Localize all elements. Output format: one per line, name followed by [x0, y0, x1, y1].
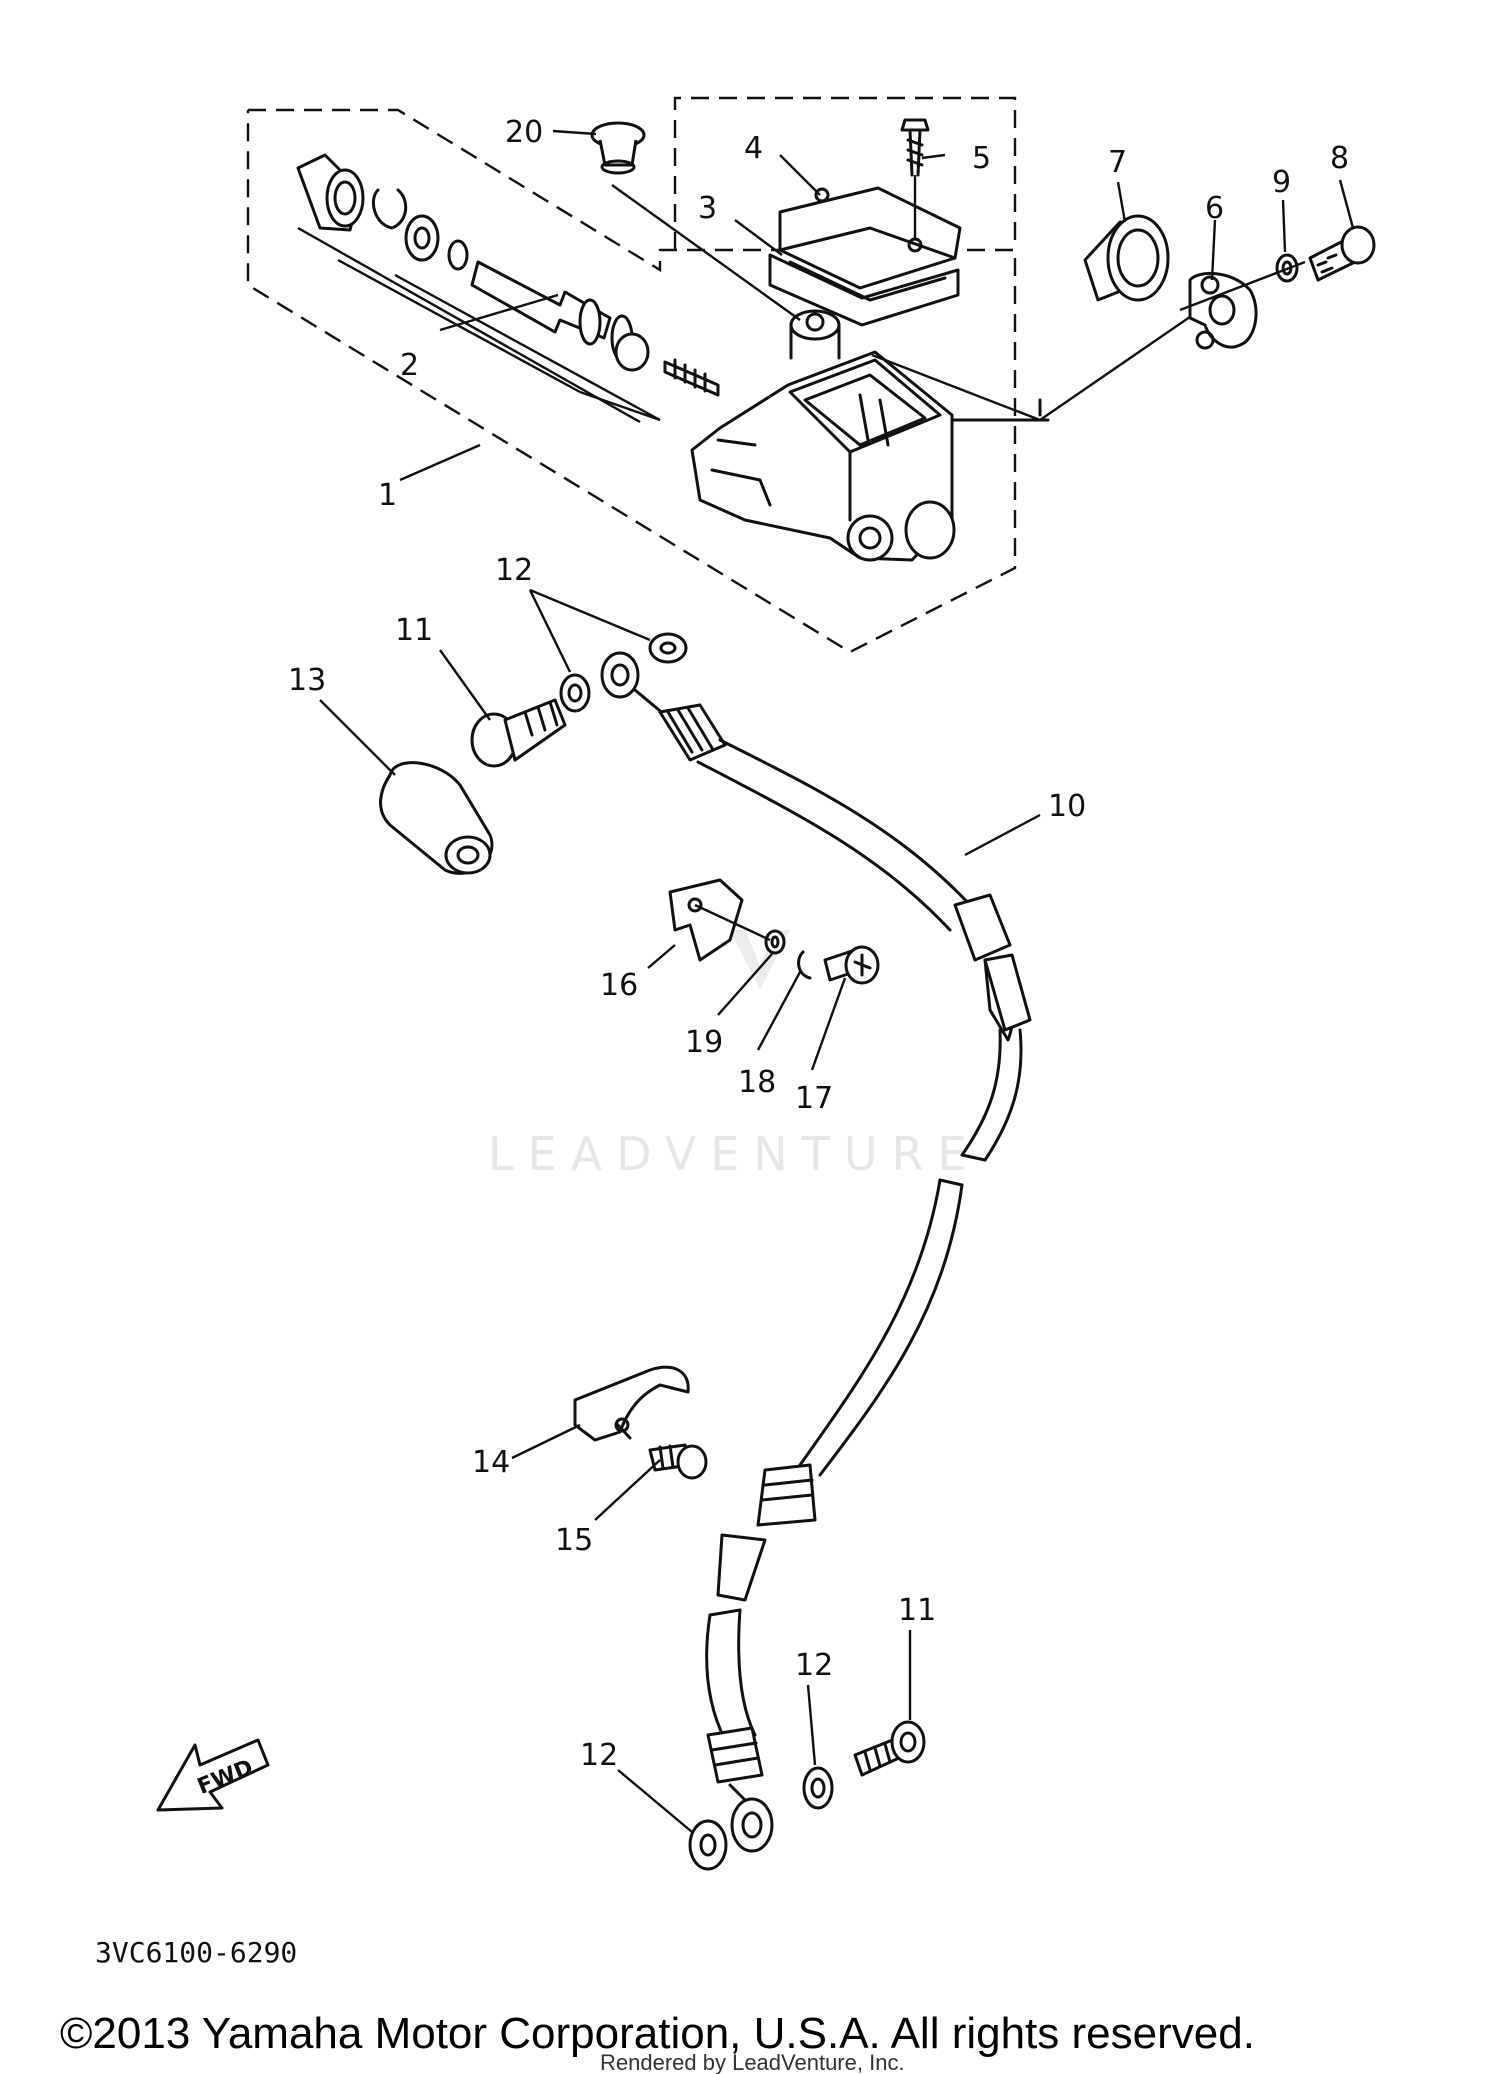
- callout-leaders: [319, 129, 1355, 1833]
- callout-12-lower-right: 12: [795, 1648, 833, 1683]
- part-code: 3VC6100-6290: [95, 1936, 297, 1969]
- copyright-notice: ©2013 Yamaha Motor Corporation, U.S.A. A…: [60, 2009, 1255, 2058]
- callout-11-upper: 11: [395, 613, 433, 648]
- clamp-16-group: [668, 878, 880, 985]
- callout-16: 16: [600, 968, 638, 1003]
- callout-6: 6: [1205, 191, 1224, 226]
- callout-9: 9: [1272, 165, 1291, 200]
- watermark: LEADVENTURE: [488, 930, 981, 1181]
- banjo-bolt-upper: [470, 632, 688, 768]
- callout-12-upper: 12: [495, 553, 533, 588]
- callout-1: 1: [378, 478, 397, 513]
- assembly-outline: [246, 96, 1017, 654]
- callout-7: 7: [1108, 145, 1127, 180]
- holder-clamp-parts: [1083, 214, 1376, 350]
- brake-hose: [600, 651, 1032, 1853]
- callout-5: 5: [972, 141, 991, 176]
- reservoir-cap: [768, 118, 962, 327]
- callout-17: 17: [795, 1081, 833, 1116]
- callout-4: 4: [744, 131, 763, 166]
- callout-18: 18: [738, 1065, 776, 1100]
- watermark-text: LEADVENTURE: [488, 1127, 981, 1181]
- callout-13: 13: [288, 663, 326, 698]
- banjo-bolt-lower: [688, 1720, 926, 1871]
- callout-11-lower: 11: [898, 1593, 936, 1628]
- cap-part-20: [590, 121, 801, 321]
- callout-3: 3: [698, 191, 717, 226]
- callout-19: 19: [685, 1025, 723, 1060]
- piston-kit: [296, 153, 720, 424]
- callout-20: 20: [505, 115, 543, 150]
- callout-2: 2: [400, 348, 419, 383]
- callout-14: 14: [472, 1445, 510, 1480]
- callout-15: 15: [555, 1523, 593, 1558]
- callout-labels: 1 2 3 4 5 6 7 8 9 10 11 11 12 12 12 13 1…: [288, 115, 1349, 1773]
- clamp-14-group: [573, 1365, 708, 1480]
- rubber-boot-13: [379, 761, 494, 875]
- callout-12-lower-left: 12: [580, 1738, 618, 1773]
- callout-8: 8: [1330, 141, 1349, 176]
- fwd-arrow: FWD: [156, 1738, 270, 1812]
- master-cylinder-body: [690, 309, 1201, 562]
- rendered-by: Rendered by LeadVenture, Inc.: [600, 2050, 905, 2074]
- callout-10: 10: [1048, 789, 1086, 824]
